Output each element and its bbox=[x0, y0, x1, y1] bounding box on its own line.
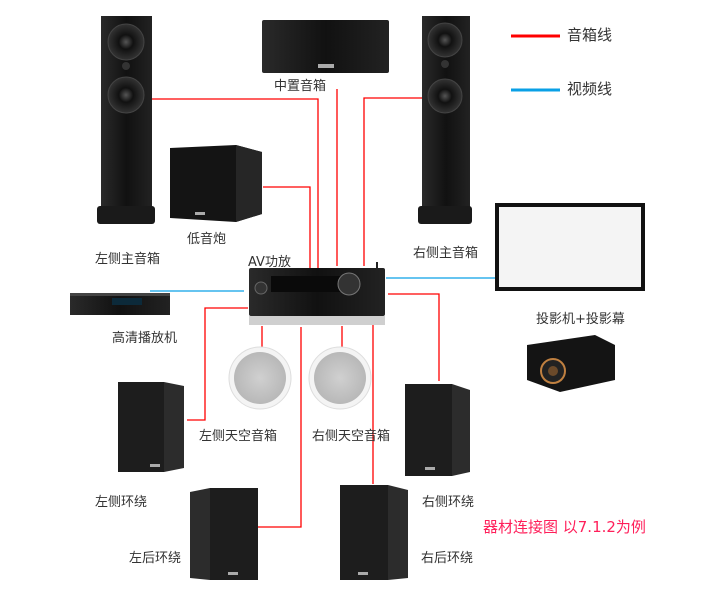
subwoofer bbox=[170, 145, 262, 222]
label-subwoofer: 低音炮 bbox=[187, 232, 227, 247]
label-right-surround: 右侧环绕 bbox=[422, 495, 475, 510]
wire-right-surround bbox=[388, 293, 440, 381]
center-speaker bbox=[262, 20, 389, 73]
wire-left-main bbox=[152, 98, 319, 268]
legend-speaker-label: 音箱线 bbox=[567, 26, 613, 44]
projection-screen bbox=[495, 203, 645, 291]
projector bbox=[527, 335, 615, 392]
left-surround-speaker bbox=[118, 382, 184, 472]
wire-right-main bbox=[363, 97, 423, 266]
media-player bbox=[70, 293, 170, 315]
label-projector: 投影机+投影幕 bbox=[536, 312, 625, 327]
wire-left-rear bbox=[258, 327, 302, 528]
label-av-receiver: AV功放 bbox=[248, 255, 291, 270]
label-left-surround: 左侧环绕 bbox=[95, 495, 148, 510]
right-height-speaker bbox=[308, 346, 372, 410]
label-left-main: 左侧主音箱 bbox=[95, 252, 161, 267]
label-left-rear: 左后环绕 bbox=[129, 551, 182, 566]
diagram-caption: 器材连接图 以7.1.2为例 bbox=[483, 518, 646, 536]
label-left-height: 左侧天空音箱 bbox=[199, 429, 278, 444]
label-right-main: 右侧主音箱 bbox=[413, 246, 479, 261]
left-rear-speaker bbox=[190, 488, 258, 580]
right-surround-speaker bbox=[405, 384, 470, 476]
left-height-speaker bbox=[228, 346, 292, 410]
wire-subwoofer bbox=[263, 186, 311, 270]
right-rear-speaker bbox=[340, 485, 408, 580]
label-right-rear: 右后环绕 bbox=[421, 551, 474, 566]
right-main-speaker bbox=[418, 16, 472, 224]
label-right-height: 右侧天空音箱 bbox=[312, 429, 391, 444]
label-player: 高清播放机 bbox=[112, 331, 178, 346]
left-main-speaker bbox=[97, 16, 155, 224]
legend-video-label: 视频线 bbox=[567, 80, 613, 98]
av-receiver bbox=[249, 262, 385, 325]
wire-left-surround bbox=[187, 307, 248, 421]
label-center: 中置音箱 bbox=[274, 79, 327, 94]
